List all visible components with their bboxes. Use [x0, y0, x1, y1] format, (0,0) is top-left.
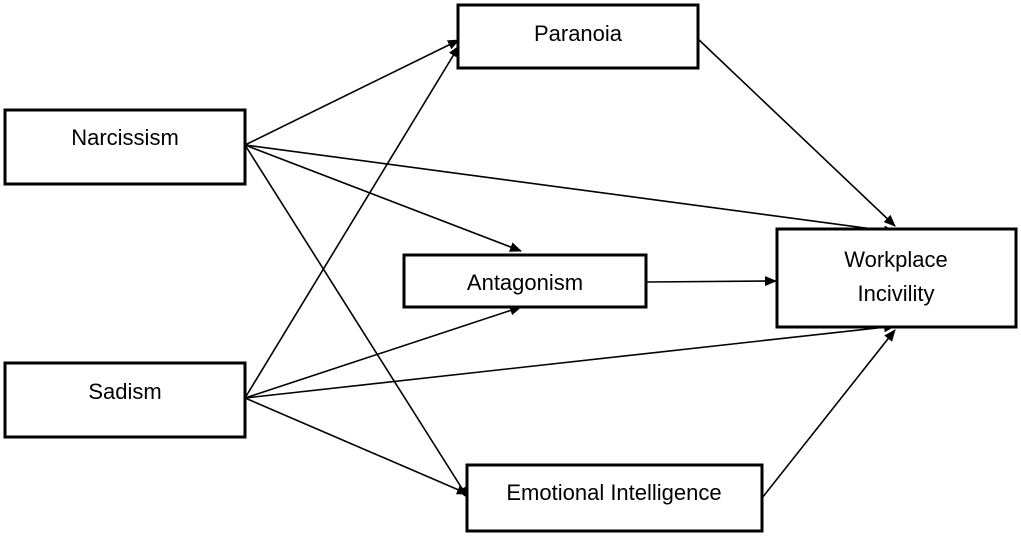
edge-antagonism-to-workplace-incivility [645, 276, 777, 287]
node-sadism-label: Sadism [88, 379, 161, 404]
node-antagonism-box [402, 253, 648, 309]
node-emotional-intelligence-label: Emotional Intelligence [506, 480, 721, 505]
edge-narcissism-to-emotional-intelligence [244, 144, 469, 499]
edge-emotional-intelligence-to-workplace-incivility [761, 329, 896, 499]
edge-narcissism-to-antagonism [244, 144, 522, 252]
edge-narcissism-to-paranoia [244, 39, 460, 146]
node-paranoia: Paranoia [456, 3, 700, 70]
node-narcissism-label: Narcissism [71, 125, 179, 150]
edge-narcissism-to-workplace-incivility [244, 144, 896, 236]
node-emotional-intelligence-box [465, 463, 764, 533]
node-workplace-incivility-label-line2: Incivility [857, 281, 934, 306]
node-sadism-box [3, 361, 247, 439]
edge-sadism-to-workplace-incivility [244, 322, 896, 399]
edge-sadism-to-antagonism [244, 305, 522, 399]
edge-sadism-to-paranoia [244, 45, 460, 399]
node-workplace-incivility-label-line1: Workplace [844, 247, 948, 272]
node-sadism: Sadism [3, 361, 247, 439]
node-narcissism: Narcissism [3, 108, 247, 186]
node-emotional-intelligence: Emotional Intelligence [465, 463, 764, 533]
node-workplace-incivility-box [775, 227, 1018, 329]
node-antagonism-label: Antagonism [467, 270, 583, 295]
edge-paranoia-to-workplace-incivility [696, 37, 896, 227]
edge-group [244, 37, 896, 499]
edge-sadism-to-emotional-intelligence [244, 397, 469, 495]
node-workplace-incivility: Workplace Incivility [775, 227, 1018, 329]
node-paranoia-label: Paranoia [534, 21, 623, 46]
node-narcissism-box [3, 108, 247, 186]
node-paranoia-box [456, 3, 700, 70]
node-antagonism: Antagonism [402, 253, 648, 309]
